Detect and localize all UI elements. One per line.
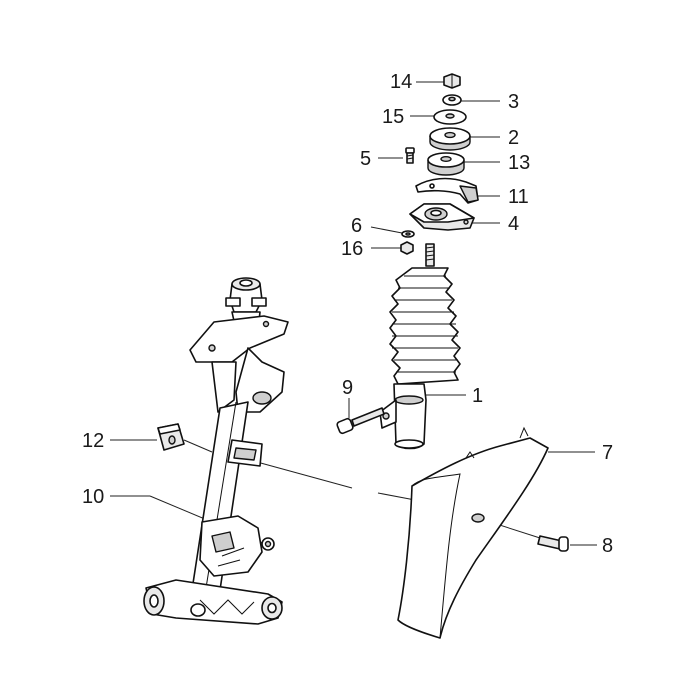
- part-7-mudguard: [397, 426, 549, 639]
- callout-4: 4: [508, 213, 519, 235]
- callout-12: 12: [82, 430, 104, 452]
- callout-7: 7: [602, 442, 613, 464]
- callout-3: 3: [508, 91, 519, 113]
- callout-11: 11: [508, 186, 529, 208]
- callout-6: 6: [351, 215, 362, 237]
- callout-2: 2: [508, 127, 519, 149]
- callout-1: 1: [472, 385, 483, 407]
- part-4-mount-plate: [409, 203, 475, 231]
- leader-lines: [110, 81, 597, 546]
- part-11-bracket: [415, 177, 479, 204]
- leader-6: [370, 226, 403, 234]
- alignment-line-upper: [256, 461, 353, 489]
- callout-14: 14: [390, 71, 412, 93]
- part-12-clip: [157, 423, 185, 451]
- callout-15: 15: [382, 106, 404, 128]
- callout-16: 16: [341, 238, 363, 260]
- callout-10: 10: [82, 486, 104, 508]
- part-6-washer: [401, 230, 415, 238]
- part-9-bolt: [336, 407, 385, 435]
- callout-9: 9: [342, 377, 353, 399]
- callout-labels: 14 3 15 2 5 13 11 6 4 16 9 1 12 7 10 8: [82, 71, 613, 557]
- alignment-line-12: [183, 439, 213, 453]
- part-10-fork-assembly: [143, 277, 289, 625]
- part-13-rubber-bush: [427, 152, 465, 176]
- part-5-screw: [405, 147, 415, 164]
- callout-8: 8: [602, 535, 613, 557]
- part-1-shock-absorber: [379, 243, 461, 450]
- part-3-washer: [442, 94, 462, 106]
- callout-5: 5: [360, 148, 371, 170]
- part-2-rubber-bush: [429, 127, 471, 151]
- callout-13: 13: [508, 152, 530, 174]
- part-8-screw: [537, 535, 569, 552]
- part-15-washer: [433, 109, 467, 125]
- alignment-line-lower: [377, 492, 416, 501]
- part-16-nut: [400, 241, 414, 255]
- part-14-nut: [443, 73, 461, 89]
